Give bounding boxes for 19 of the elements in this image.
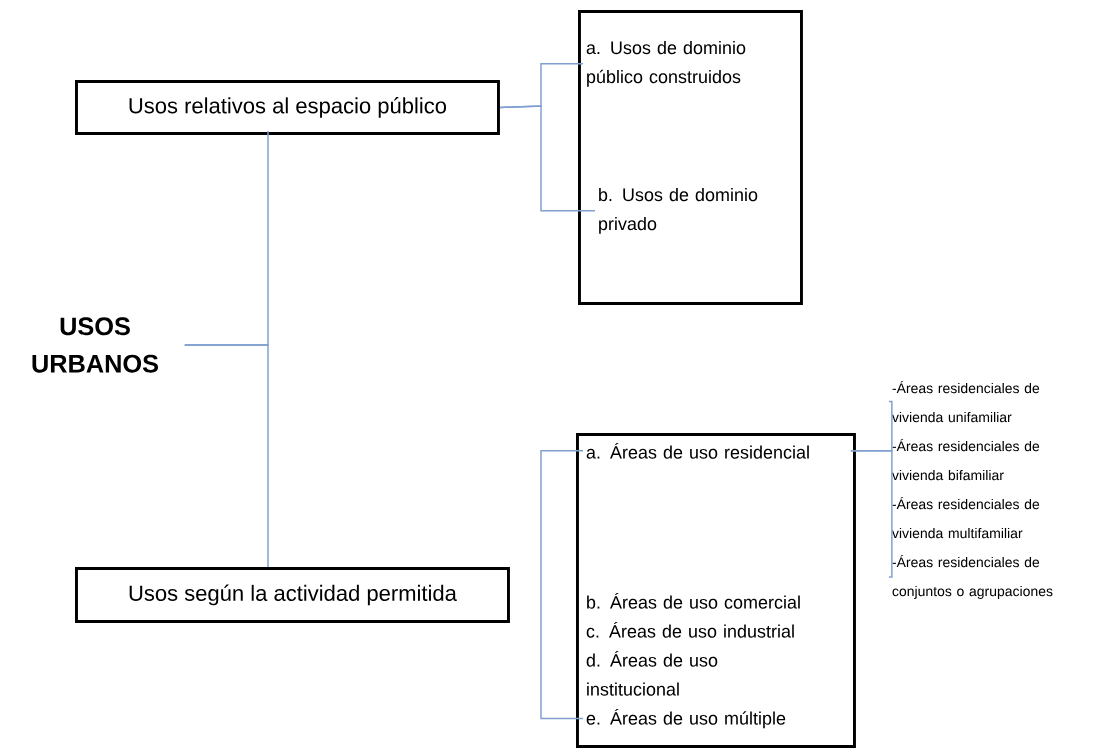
connector-line bbox=[540, 450, 584, 720]
list-item: e. Áreas de uso múltiple bbox=[586, 708, 786, 729]
sub-item: -Áreas residenciales de vivienda unifamiliar bbox=[892, 380, 1040, 423]
list-item: b. Áreas de uso comercial bbox=[587, 592, 800, 609]
list-item: b. Usos de dominio privado bbox=[599, 187, 758, 234]
connector-line bbox=[499, 105, 596, 212]
connector-line bbox=[184, 344, 269, 568]
sub-item: -Áreas residenciales de conjuntos o agrupaciones bbox=[892, 554, 1053, 599]
heading-text: USOS URBANOS bbox=[32, 317, 158, 373]
list-box bbox=[576, 433, 856, 748]
category-box: Usos relativos al espacio público bbox=[75, 80, 500, 135]
sub-item: -Áreas residenciales de vivienda bifamiliar bbox=[892, 438, 1040, 481]
list-box bbox=[578, 10, 803, 305]
connector-line bbox=[850, 450, 893, 578]
list-item: a. Áreas de uso residencial bbox=[586, 442, 809, 459]
list-item: c. Áreas de uso industrial bbox=[586, 621, 794, 638]
category-box: Usos según la actividad permitida bbox=[75, 567, 510, 623]
list-item: a. Usos de dominio público construidos bbox=[586, 40, 746, 87]
sub-item: -Áreas residenciales de vivienda multifamiliar bbox=[892, 496, 1040, 539]
